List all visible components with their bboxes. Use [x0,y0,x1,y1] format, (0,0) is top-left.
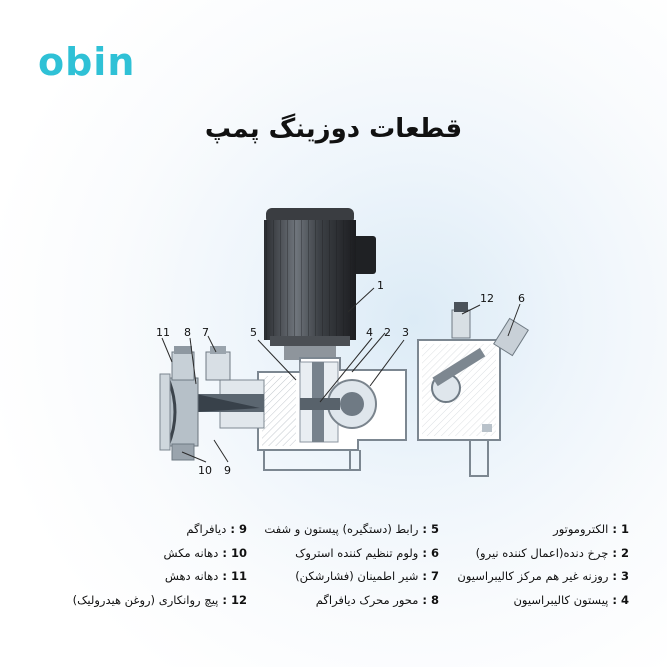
legend-item: 5 :رابط (دستگیره) پیستون و شفت [264,522,439,536]
legend-item: 8 :محور محرک دیافراگم [315,592,439,607]
page-title: قطعات دوزینگ پمپ [204,114,463,144]
callout-10: 10 [198,464,212,477]
legend-item: 10 :دهانه مکش [163,545,247,560]
legend-column-1: 1 :الکتروموتور 2 :چرخ دنده(اعمال کننده ن… [429,518,629,612]
legend-column-2: 5 :رابط (دستگیره) پیستون و شفت 6 :ولوم ت… [219,518,439,612]
legend-item: 2 :چرخ دنده(اعمال کننده نیرو) [475,545,629,560]
legend-item: 6 :ولوم تنظیم کننده استروک [295,545,439,560]
callout-5: 5 [250,326,257,339]
callout-3: 3 [402,326,409,339]
legend-column-3: 9 :دیافراگم 10 :دهانه مکش 11 :دهانه دهش … [37,518,247,612]
brand-logo: obin [38,40,136,84]
gearbox-housing [257,357,407,471]
callout-1: 1 [377,279,384,292]
legend-item: 4 :پیستون کالیبراسیون [513,592,629,607]
legend-item: 3 :روزنه غیر هم مرکز کالیبراسیون [457,569,629,583]
legend-item: 9 :دیافراگم [186,522,247,536]
side-view [417,302,529,477]
callout-7: 7 [202,326,209,339]
callout-6: 6 [518,292,525,305]
legend-item: 11 :دهانه دهش [164,569,247,583]
callout-9: 9 [224,464,231,477]
leader-lines [161,287,521,463]
callout-labels: 1 2 3 4 5 6 7 8 11 12 10 9 [156,279,525,477]
pump-head [159,346,265,461]
legend-item: 7 :شیر اطمینان (فشارشکن) [295,569,439,583]
callout-12: 12 [480,292,494,305]
legend-item: 12 :پیچ روانکاری (روغن هیدرولیک) [72,592,247,607]
callout-2: 2 [384,326,391,339]
electromotor [264,208,376,360]
callout-4: 4 [366,326,373,339]
callout-11: 11 [156,326,170,339]
legend-item: 1 :الکتروموتور [553,522,629,536]
callout-8: 8 [184,326,191,339]
